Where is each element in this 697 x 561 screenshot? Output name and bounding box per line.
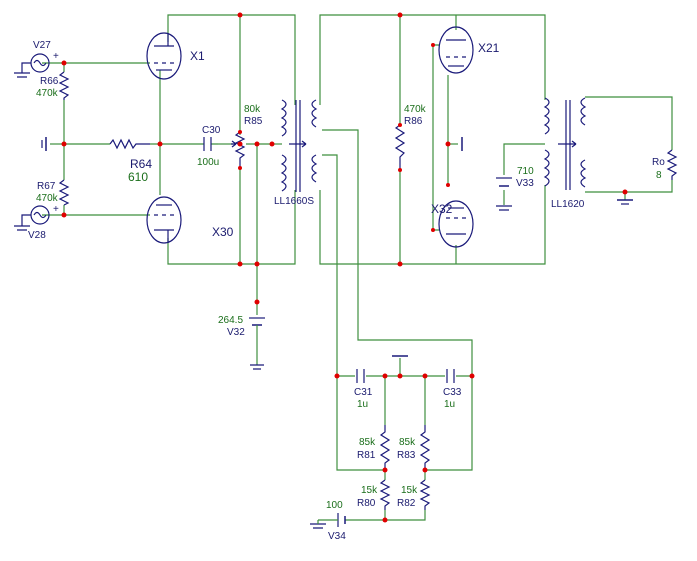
c31-label: C31 [354,387,373,398]
r67-value: 470k [36,193,59,204]
v33-label: V33 [516,178,534,189]
ro-value: 8 [656,170,662,181]
resistor-r80: 15k R80 [357,479,391,510]
source-v28: V28 + [14,204,59,241]
x1-label: X1 [190,49,205,63]
tube-x1: X1 [146,32,205,80]
r67-label: R67 [37,181,56,192]
c31-value: 1u [357,399,368,410]
r82-value: 15k [401,485,418,496]
capacitor-c33: C33 1u [443,369,462,410]
source-v27: V27 + [14,40,59,78]
c30-label: C30 [202,125,221,136]
resistor-r66: R66 470k [36,71,70,100]
resistor-r86: 470k R86 [394,104,427,170]
v32-value: 264.5 [218,315,243,326]
ground-bias [392,355,408,368]
v34-label: V34 [328,531,346,542]
v33-value: 710 [517,166,534,177]
v28-label: V28 [28,230,46,241]
tube-x30: X30 [146,196,234,244]
capacitor-c30: C30 100u [195,125,221,168]
resistor-ro: Ro 8 [652,149,678,181]
junction-dots [61,12,628,523]
r86-value: 470k [404,104,427,115]
resistor-r64: R64 610 [109,138,152,184]
ro-label: Ro [652,157,665,168]
v34-value: 100 [326,500,343,511]
r85-value: 80k [244,104,261,115]
wires [42,14,673,521]
r66-label: R66 [40,76,59,87]
ground-output [617,199,633,205]
x30-label: X30 [212,225,234,239]
r85-label: R85 [244,116,263,127]
ll1620-label: LL1620 [551,199,585,210]
c30-value: 100u [197,157,219,168]
transformer-ll1660s: LL1660S [274,99,318,207]
ll1660s-label: LL1660S [274,196,314,207]
r82-label: R82 [397,498,416,509]
resistor-r85: 80k R85 [231,104,263,168]
transformer-ll1620: LL1620 [543,97,587,210]
r83-value: 85k [399,437,416,448]
battery-v34: 100 V34 [310,500,346,542]
tube-x32: X32 [431,200,474,248]
r80-label: R80 [357,498,376,509]
battery-v32: 264.5 V32 [218,315,265,370]
svg-text:+: + [53,204,59,215]
battery-v33: 710 V33 [496,166,534,211]
x21-label: X21 [478,41,500,55]
r64-label: R64 [130,157,152,171]
r66-value: 470k [36,88,59,99]
v27-label: V27 [33,40,51,51]
resistor-r67: R67 470k [36,179,70,206]
r81-value: 85k [359,437,376,448]
c33-value: 1u [444,399,455,410]
x32-label: X32 [431,202,453,216]
capacitor-c31: C31 1u [354,369,373,410]
resistor-r83: 85k R83 [397,425,431,470]
r64-value: 610 [128,170,148,184]
ground-left [41,137,47,151]
v32-label: V32 [227,327,245,338]
resistor-r82: 15k R82 [397,479,431,510]
tube-x21: X21 [438,26,500,74]
r86-label: R86 [404,116,423,127]
c33-label: C33 [443,387,462,398]
r81-label: R81 [357,450,376,461]
r80-value: 15k [361,485,378,496]
resistor-r81: 85k R81 [357,425,391,470]
svg-text:+: + [53,51,59,62]
r83-label: R83 [397,450,416,461]
